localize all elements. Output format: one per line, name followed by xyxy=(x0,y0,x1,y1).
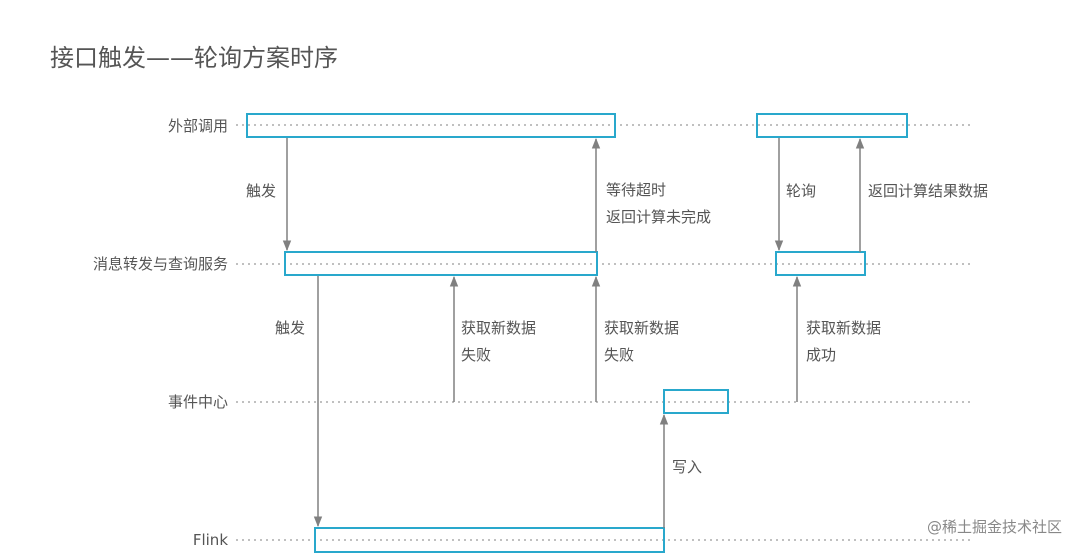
activation-external-2 xyxy=(756,113,908,138)
diagram-title: 接口触发——轮询方案时序 xyxy=(50,44,338,72)
label-trigger-2: 触发 xyxy=(275,319,305,337)
lane-label-external: 外部调用 xyxy=(168,117,228,135)
activation-flink xyxy=(314,527,665,553)
label-poll: 轮询 xyxy=(786,182,816,200)
label-timeout-line2: 返回计算未完成 xyxy=(606,208,711,226)
watermark: @稀土掘金技术社区 xyxy=(927,518,1062,536)
lane-label-event-center: 事件中心 xyxy=(168,393,228,411)
label-fetch-fail-2-line2: 失败 xyxy=(604,346,634,364)
activation-router-2 xyxy=(775,251,866,276)
label-timeout-line1: 等待超时 xyxy=(606,181,666,199)
lane-label-flink: Flink xyxy=(193,531,228,549)
lane-label-router: 消息转发与查询服务 xyxy=(93,255,228,273)
label-fetch-success-line2: 成功 xyxy=(806,346,836,364)
label-fetch-fail-1-line2: 失败 xyxy=(461,346,491,364)
label-trigger-1: 触发 xyxy=(246,182,276,200)
label-write: 写入 xyxy=(672,458,702,476)
label-fetch-fail-1-line1: 获取新数据 xyxy=(461,319,536,337)
activation-event-center xyxy=(663,389,729,414)
activation-external-1 xyxy=(246,113,616,138)
label-fetch-fail-2-line1: 获取新数据 xyxy=(604,319,679,337)
activation-router-1 xyxy=(284,251,598,276)
label-fetch-success-line1: 获取新数据 xyxy=(806,319,881,337)
label-return-result: 返回计算结果数据 xyxy=(868,182,988,200)
